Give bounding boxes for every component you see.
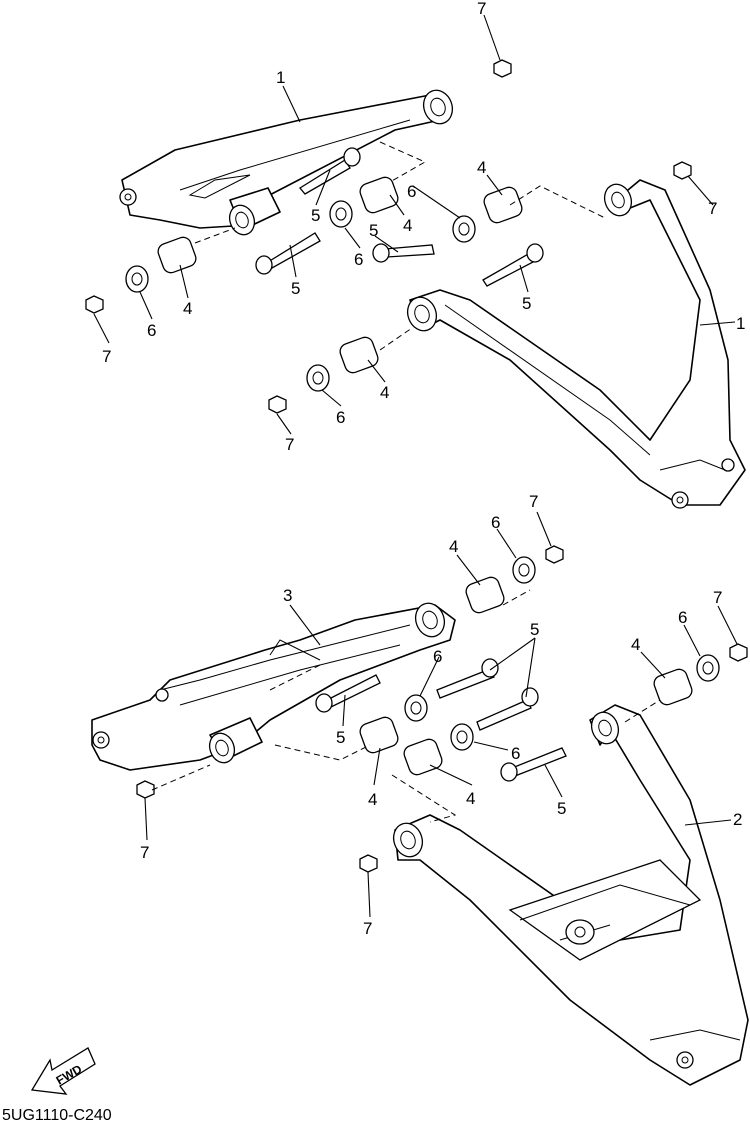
callout-lower-arm-right: 2 <box>733 810 742 829</box>
callout-washer: 6 <box>511 744 520 763</box>
callout-bushing: 4 <box>631 635 640 654</box>
bolts <box>255 147 567 782</box>
callout-washer: 6 <box>433 647 442 666</box>
callout-bolt: 5 <box>336 728 345 747</box>
leader-lines <box>93 14 738 918</box>
callout-bolt: 5 <box>369 221 378 240</box>
callout-washer: 6 <box>491 513 500 532</box>
callout-bolt: 5 <box>311 206 320 225</box>
callout-nut: 7 <box>713 588 722 607</box>
callout-bolt: 5 <box>530 620 539 639</box>
callout-bushing: 4 <box>380 383 389 402</box>
callout-nut: 7 <box>708 199 717 218</box>
callout-nut: 7 <box>285 435 294 454</box>
fwd-arrow-icon: FWD <box>30 1047 96 1095</box>
callout-bolt: 5 <box>557 799 566 818</box>
callout-bushing: 4 <box>183 299 192 318</box>
lower-left-arm <box>91 602 456 771</box>
callout-bolt: 5 <box>522 294 531 313</box>
callout-washer: 6 <box>678 608 687 627</box>
figure-code: 5UG1110-C240 <box>2 1107 112 1124</box>
callout-upper-arm-right: 1 <box>736 314 745 333</box>
upper-right-arm <box>406 179 746 509</box>
callout-washer: 6 <box>407 182 416 201</box>
lower-right-arm <box>392 704 749 1086</box>
callout-bushing: 4 <box>466 789 475 808</box>
callout-labels: 1 1 2 3 4 4 4 4 4 4 4 4 5 5 5 5 5 5 5 6 … <box>102 0 745 938</box>
callout-upper-arm-left: 1 <box>276 68 285 87</box>
callout-bushing: 4 <box>368 790 377 809</box>
callout-washer: 6 <box>147 321 156 340</box>
callout-washer: 6 <box>336 408 345 427</box>
assembly-guide-lines <box>151 141 661 823</box>
nuts <box>85 59 748 873</box>
callout-nut: 7 <box>102 347 111 366</box>
callout-nut: 7 <box>529 492 538 511</box>
callout-lower-arm-left: 3 <box>283 586 292 605</box>
callout-bushing: 4 <box>403 216 412 235</box>
washers <box>125 200 720 751</box>
callout-nut: 7 <box>140 843 149 862</box>
callout-nut: 7 <box>363 919 372 938</box>
callout-nut: 7 <box>477 0 486 18</box>
callout-bushing: 4 <box>449 537 458 556</box>
callout-bolt: 5 <box>291 279 300 298</box>
upper-left-arm <box>119 89 454 236</box>
callout-bushing: 4 <box>477 158 486 177</box>
callout-washer: 6 <box>354 250 363 269</box>
bushings <box>157 176 693 776</box>
